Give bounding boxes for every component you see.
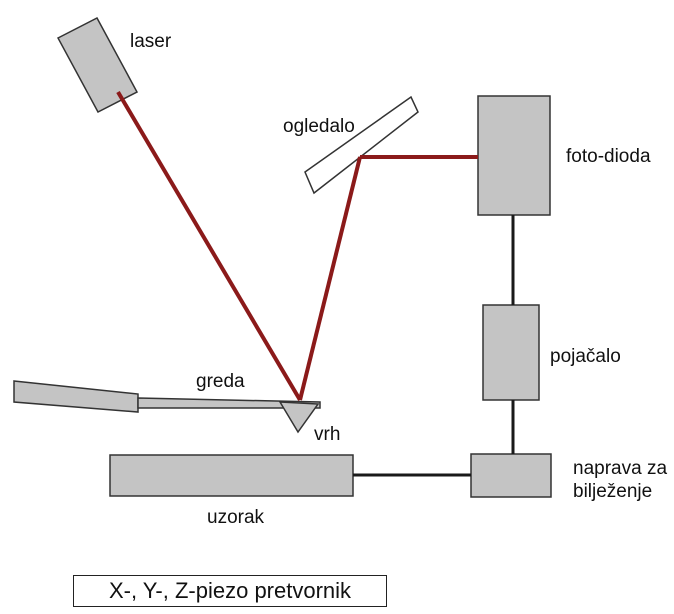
tip-label: vrh (314, 424, 341, 445)
recording-device (470, 453, 552, 498)
cantilever-label: greda (196, 371, 245, 392)
recorder-label-line2: bilježenje (573, 481, 653, 502)
cantilever-holder (13, 380, 139, 413)
sample-label: uzorak (207, 507, 265, 528)
laser-label: laser (130, 31, 172, 52)
amplifier-label: pojačalo (550, 346, 621, 367)
sample (109, 454, 354, 497)
laser-beam-reflected (298, 156, 362, 401)
piezo-label: X-, Y-, Z-piezo pretvornik (108, 578, 352, 603)
cantilever-beam (137, 397, 321, 409)
tip (278, 401, 320, 434)
mirror (304, 95, 419, 195)
laser-beam-incident (116, 90, 302, 402)
mirror-label: ogledalo (283, 116, 355, 137)
amplifier (482, 304, 540, 401)
photodiode-label: foto-dioda (566, 146, 651, 167)
laser-unit (56, 16, 139, 114)
recorder-label-line1: naprava za (573, 458, 668, 479)
photodiode (477, 95, 551, 216)
piezo-transducer: X-, Y-, Z-piezo pretvornik (73, 575, 387, 607)
